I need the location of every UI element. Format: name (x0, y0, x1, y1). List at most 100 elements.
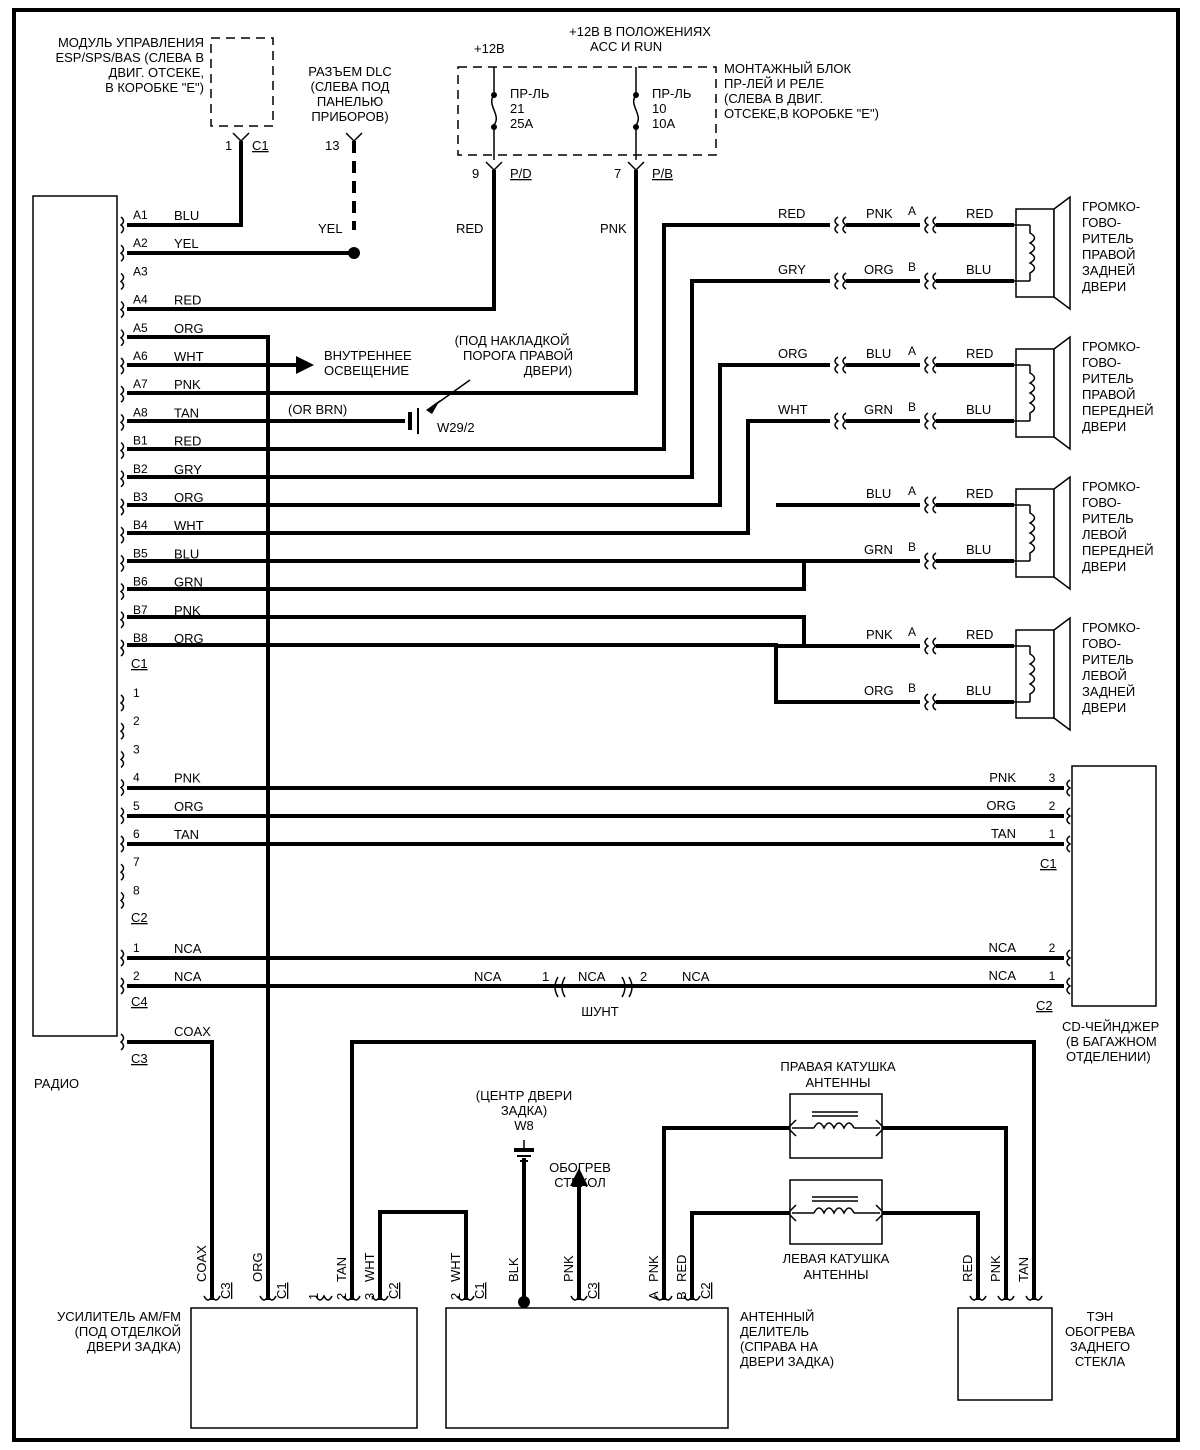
speaker-cone-icon (1053, 335, 1071, 451)
shunt: 1 2 NCA ШУНТ (542, 969, 647, 1019)
connector-mark (119, 554, 125, 572)
speaker-label: ГОВО- (1082, 215, 1121, 230)
connector-mark (683, 1294, 701, 1301)
connector-mark (119, 357, 125, 375)
heater-label-4: СТЕКЛА (1075, 1354, 1126, 1369)
speaker-icon (1015, 629, 1055, 719)
speaker-cone-icon (1053, 475, 1071, 591)
amp-wire-color: ORG (250, 1252, 265, 1282)
speaker-label: ПЕРЕДНЕЙ (1082, 543, 1154, 558)
radio-wire-color: PNK (174, 771, 201, 786)
connector-mark (1025, 1294, 1043, 1301)
speaker-coil-icon (1028, 505, 1036, 561)
radio-pin-number: A5 (133, 321, 148, 335)
speaker-icon (1015, 208, 1055, 298)
shunt-pin-1: 1 (542, 969, 549, 984)
radio-pin-number: A8 (133, 405, 148, 419)
speaker-wire-mid: PNK (866, 206, 893, 221)
amfm-label-2: (ПОД ОТДЕЛКОЙ (75, 1324, 181, 1339)
connector-mark (203, 1294, 221, 1301)
speaker-coil-icon (1028, 365, 1036, 421)
connector-mark (1066, 779, 1072, 797)
defrost-label-2: СТЕКОЛ (554, 1175, 606, 1190)
connector-mark (1066, 807, 1072, 825)
speaker-wire-mid: BLU (866, 346, 891, 361)
esp-label-3: ДВИГ. ОТСЕКЕ, (109, 65, 204, 80)
connector-mark (119, 216, 125, 234)
connector-mark (924, 637, 930, 655)
shunt-pin-2: 2 (640, 969, 647, 984)
radio-pin-number: 5 (133, 799, 140, 813)
splitter-label-1: АНТЕННЫЙ (740, 1309, 814, 1324)
speaker-icon (1015, 348, 1055, 438)
splitter-conn: C1 (472, 1282, 487, 1299)
speaker-cone-icon (1053, 195, 1071, 311)
connector-mark (119, 891, 125, 909)
wire-yel-label: YEL (318, 221, 343, 236)
connector-mark (119, 779, 125, 797)
right-coil-1: ПРАВАЯ КАТУШКА (780, 1059, 896, 1074)
splitter-label-3: (СПРАВА НА (740, 1339, 818, 1354)
connector-mark (119, 526, 125, 544)
connector-mark (119, 694, 125, 712)
w8-label-2: ЗАДКА) (501, 1103, 547, 1118)
cd-wire-color: TAN (991, 826, 1016, 841)
connector-mark (119, 977, 125, 995)
radio-pin-number: B6 (133, 575, 148, 589)
splitter-conn: C2 (698, 1282, 713, 1299)
speaker-label: РИТЕЛЬ (1082, 371, 1134, 386)
diagram-frame (12, 8, 1180, 1442)
plus12-acc-1: +12В В ПОЛОЖЕНИЯХ (569, 24, 711, 39)
cd-changer-box (1071, 765, 1157, 1007)
splitter-pin: B (674, 1291, 689, 1300)
speaker-pin-b: B (908, 260, 916, 274)
fuse21-label-1: ПР-ЛЬ (510, 86, 549, 101)
connector-mark (842, 216, 848, 234)
left-coil-2: АНТЕННЫ (804, 1267, 869, 1282)
fuse-pin-9: 9 (472, 166, 479, 181)
radio-pin-number: 1 (133, 941, 140, 955)
speaker-coil-icon (1028, 646, 1036, 702)
speaker-pin-a: A (908, 344, 916, 358)
amfm-label-1: УСИЛИТЕЛЬ AM/FM (57, 1309, 181, 1324)
speaker-wire-mid: PNK (866, 627, 893, 642)
sill-note-3: ДВЕРИ) (524, 363, 573, 378)
or-brn-label: (OR BRN) (288, 402, 347, 417)
radio-pin-number: 4 (133, 771, 140, 785)
speaker-label: ЛЕВОЙ (1082, 527, 1127, 542)
speaker-wire-mid: ORG (864, 262, 894, 277)
speaker-icon (1015, 488, 1055, 578)
speaker-coil-icon (1028, 225, 1036, 281)
speaker-label: ДВЕРИ (1082, 559, 1126, 574)
connector-mark (457, 1294, 475, 1301)
connector-mark (259, 1294, 277, 1301)
amfm-label-3: ДВЕРИ ЗАДКА) (87, 1339, 181, 1354)
connector-mark (119, 722, 125, 740)
radio-wire-color: GRN (174, 575, 203, 590)
radio-wire-color: NCA (174, 969, 202, 984)
speaker-label: ДВЕРИ (1082, 419, 1126, 434)
connector-mark (570, 1294, 588, 1301)
connector-mark (924, 693, 930, 711)
fuse-conn-pd: P/D (510, 166, 532, 181)
speaker-label: ЗАДНЕЙ (1082, 263, 1135, 278)
amfm-amplifier-box (190, 1307, 418, 1429)
heater-box (957, 1307, 1053, 1401)
speaker-pin-a: A (908, 204, 916, 218)
fuse-block-label-3: (СЛЕВА В ДВИГ. (724, 91, 823, 106)
fuse10-label-3: 10А (652, 116, 675, 131)
arrow-icon (296, 356, 314, 374)
connector-mark (119, 807, 125, 825)
speaker-label: РИТЕЛЬ (1082, 511, 1134, 526)
splitter-pin: A (646, 1291, 661, 1300)
radio-pin-number: B8 (133, 631, 148, 645)
connector-mark (119, 470, 125, 488)
shunt-nca: NCA (578, 969, 606, 984)
connector-mark (834, 216, 840, 234)
radio-wire-color: TAN (174, 405, 199, 420)
speaker-pin-a: A (908, 484, 916, 498)
esp-conn: C1 (252, 138, 269, 153)
connector-mark (119, 413, 125, 431)
interior-light-1: ВНУТРЕННЕЕ (324, 348, 412, 363)
